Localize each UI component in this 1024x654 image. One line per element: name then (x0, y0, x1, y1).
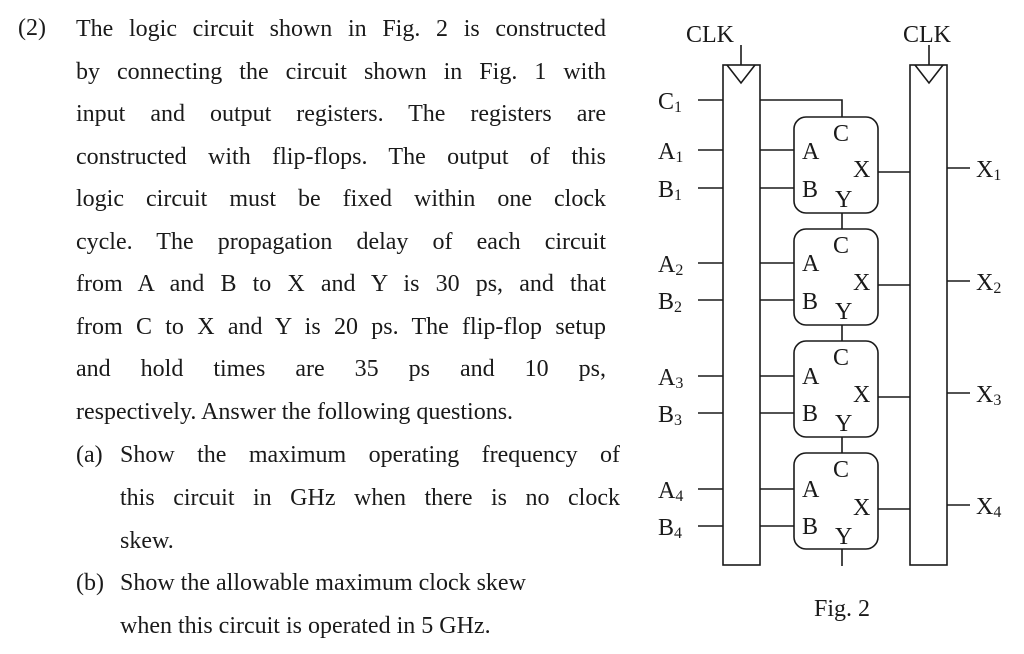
subquestion-b-line: Show the allowable maximum clock skew (120, 570, 526, 596)
input-label-b1: B1 (658, 177, 682, 204)
adder-block-3: A B C X Y (698, 340, 910, 453)
clock-triangle-icon (914, 64, 944, 85)
svg-text:C: C (833, 121, 849, 147)
svg-text:Y: Y (835, 524, 852, 550)
svg-text:A: A (802, 364, 820, 390)
question-number: (2) (18, 15, 46, 41)
svg-text:Y: Y (835, 299, 852, 325)
paragraph-line: and hold times are 35 ps and 10 ps, (76, 356, 606, 382)
adder-block-2: A B C X Y (698, 228, 910, 341)
output-register (909, 45, 948, 566)
svg-text:C: C (833, 233, 849, 259)
clk-label-left: CLK (686, 22, 735, 48)
svg-text:Y: Y (835, 411, 852, 437)
input-label-c1: C1 (658, 89, 682, 116)
output-label-x1: X1 (976, 157, 1001, 184)
output-label-x3: X3 (976, 382, 1001, 409)
output-label-x4: X4 (976, 494, 1001, 521)
input-label-b2: B2 (658, 289, 682, 316)
svg-text:A: A (802, 251, 820, 277)
paragraph-line: from C to X and Y is 20 ps. The flip-flo… (76, 313, 606, 340)
circuit-figure: CLK CLK A B C X Y (630, 0, 1024, 649)
paragraph-line: constructed with flip-flops. The output … (76, 143, 606, 170)
svg-text:X: X (853, 157, 870, 183)
subquestion-a-line: this circuit in GHz when there is no clo… (120, 485, 620, 511)
subquestion-a-line: skew. (120, 528, 174, 554)
question-text: (2) The logic circuit shown in Fig. 2 is… (18, 8, 620, 639)
output-label-x2: X2 (976, 270, 1001, 297)
svg-text:B: B (802, 177, 818, 203)
svg-text:A: A (802, 139, 820, 165)
svg-text:C: C (833, 457, 849, 483)
svg-text:X: X (853, 495, 870, 521)
circuit-diagram: CLK CLK A B C X Y (658, 22, 1001, 622)
subquestion-a-label: (a) (76, 442, 103, 468)
svg-text:A: A (802, 477, 820, 503)
input-label-a1: A1 (658, 139, 683, 166)
svg-text:B: B (802, 289, 818, 315)
paragraph-line: from A and B to X and Y is 30 ps, and th… (76, 271, 606, 297)
question-paragraph: The logic circuit shown in Fig. 2 is con… (76, 8, 606, 433)
subquestion-b-line: when this circuit is operated in 5 GHz. (120, 613, 491, 639)
subquestion-a-line: Show the maximum operating frequency of (120, 442, 620, 468)
svg-text:X: X (853, 270, 870, 296)
paragraph-line: by connecting the circuit shown in Fig. … (76, 58, 606, 85)
adder-block-1: A B C X Y (698, 116, 910, 229)
input-label-b4: B4 (658, 515, 682, 542)
paragraph-line: respectively. Answer the following quest… (76, 398, 514, 425)
input-label-b3: B3 (658, 402, 682, 429)
clk-label-right: CLK (903, 22, 952, 48)
svg-text:B: B (802, 401, 818, 427)
input-label-a4: A4 (658, 478, 683, 505)
svg-text:B: B (802, 514, 818, 540)
figure-caption: Fig. 2 (814, 596, 870, 622)
subquestion-b-label: (b) (76, 570, 104, 596)
input-label-a2: A2 (658, 252, 683, 279)
clock-triangle-icon (726, 64, 756, 85)
svg-text:C: C (833, 345, 849, 371)
svg-text:X: X (853, 382, 870, 408)
input-label-a3: A3 (658, 365, 683, 392)
paragraph-line: logic circuit must be fixed within one c… (76, 186, 606, 212)
input-register (722, 45, 761, 566)
svg-text:Y: Y (835, 187, 852, 213)
paragraph-line: cycle. The propagation delay of each cir… (76, 228, 606, 255)
paragraph-line: The logic circuit shown in Fig. 2 is con… (76, 16, 606, 42)
adder-block-4: A B C X Y (698, 452, 910, 566)
paragraph-line: input and output registers. The register… (76, 101, 606, 127)
